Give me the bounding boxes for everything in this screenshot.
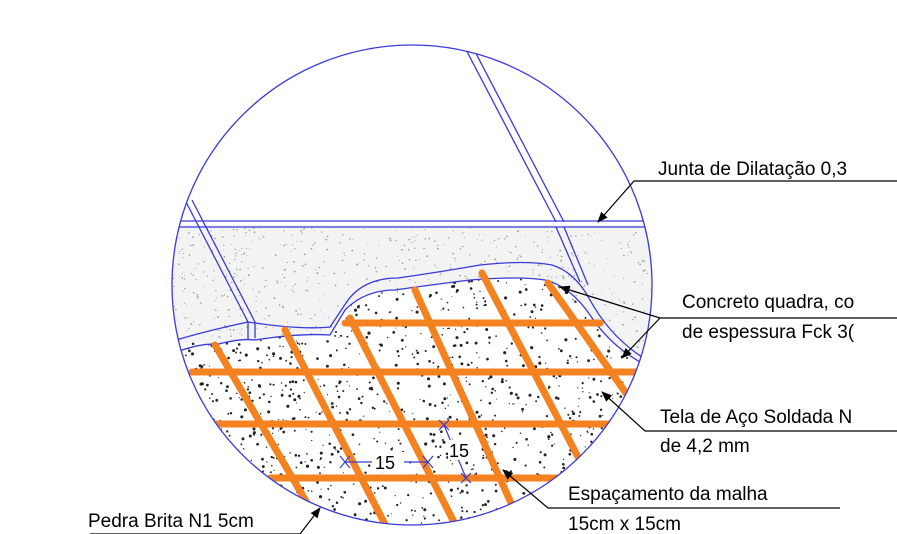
label-concrete-2: de espessura Fck 3( <box>682 322 855 343</box>
dimension-horizontal: 15 <box>375 453 395 473</box>
mesh-bar <box>411 286 529 525</box>
detail-circle <box>171 44 653 526</box>
joint-lines <box>172 45 652 363</box>
mesh-bar <box>346 314 464 525</box>
label-stone: Pedra Brita N1 5cm <box>88 511 254 532</box>
leaders <box>90 180 897 534</box>
label-spacing-2: 15cm x 15cm <box>568 514 681 534</box>
label-mesh-1: Tela de Aço Soldada N <box>660 407 852 428</box>
label-concrete-1: Concreto quadra, co <box>682 292 854 313</box>
label-joint: Junta de Dilatação 0,3 <box>658 159 847 180</box>
dim-v-bg <box>448 440 474 460</box>
label-spacing-1: Espaçamento da malha <box>568 484 768 505</box>
mesh-bar <box>478 269 594 484</box>
label-mesh-2: de 4,2 mm <box>660 436 750 457</box>
dimension-vertical: 15 <box>449 441 469 461</box>
mesh-bar <box>281 326 394 525</box>
dim-h-bg <box>372 452 404 472</box>
